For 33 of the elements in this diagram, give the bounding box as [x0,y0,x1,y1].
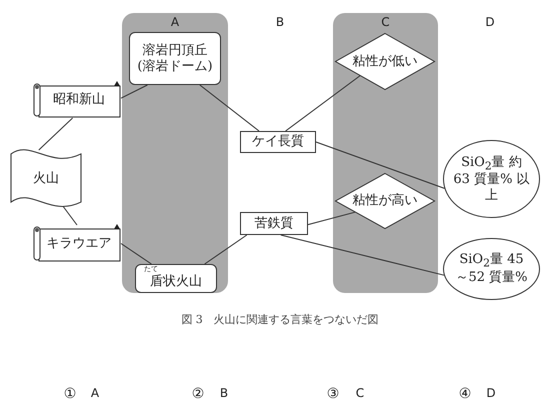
connector-line [38,118,74,150]
oval-node: SiO$_{2}$量 45～52 質量% [443,238,540,300]
option-number: ② [192,386,204,401]
connector-line [285,75,360,132]
connector-line [204,234,248,264]
option-number: ① [64,386,76,401]
column-band [333,13,438,293]
connector-line [316,142,445,189]
connector-line [308,212,356,226]
decision-diamond: 粘性が低い [335,33,435,90]
term-box: 溶岩円頂丘 (溶岩ドーム) [129,32,221,85]
figure-caption: 図 3 火山に関連する言葉をつないだ図 [181,312,379,327]
connector-line [120,243,152,264]
decision-diamond: 粘性が高い [335,173,435,229]
oval-node: SiO$_{2}$量 約 63 質量% 以上 [443,140,540,218]
connector-line [199,84,260,132]
option-text: C [356,386,364,400]
column-band [122,13,228,293]
connector-line [280,234,444,276]
column-heading: B [276,15,284,29]
option-number: ③ [326,386,340,401]
connector-line [120,84,148,99]
term-box: ケイ長質 [240,131,316,153]
option-text: D [486,386,496,400]
term-box: 苦鉄質 [240,212,308,235]
option-number: ④ [458,386,472,401]
term-text: 盾状火山 [150,274,202,290]
option-text: B [220,386,228,400]
term-box [135,264,217,293]
column-heading: D [485,15,495,29]
option-text: A [90,386,100,400]
column-heading: C [381,15,390,30]
column-heading: A [170,15,180,30]
